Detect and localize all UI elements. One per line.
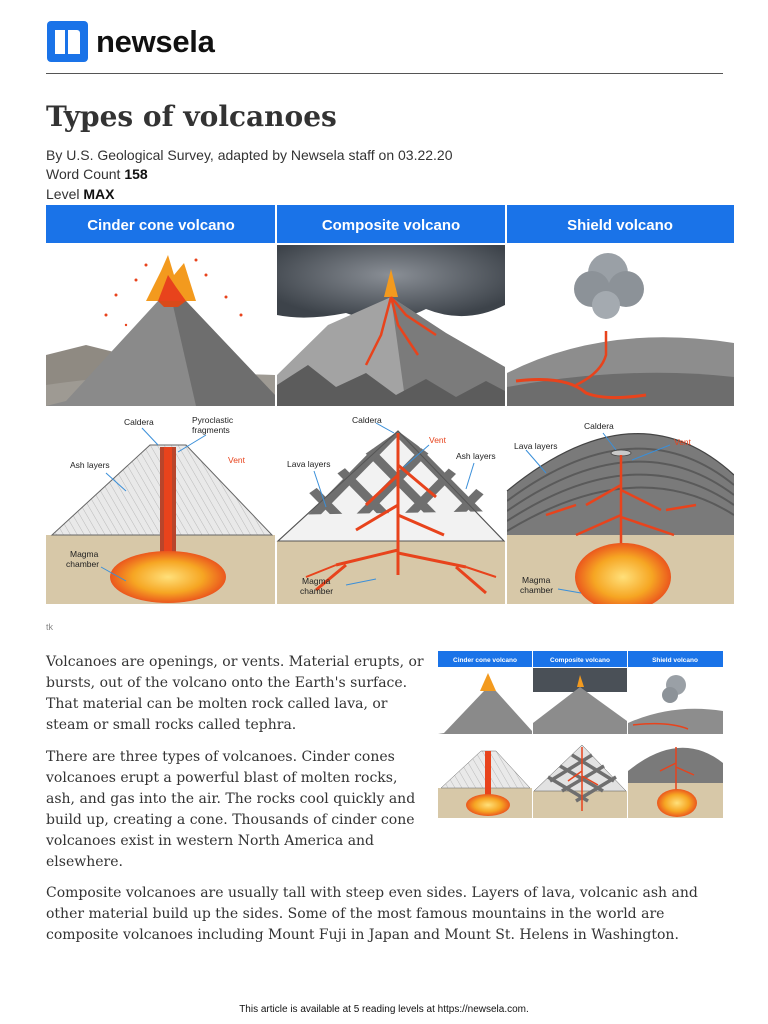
label-magma-shield-2: chamber [520,585,553,595]
label-vent-cinder: Vent [228,455,246,465]
label-vent-shield: Vent [674,437,692,447]
volcano-types-figure: Cinder cone volcano Composite volcano Sh… [46,205,734,604]
page-title: Types of volcanoes [46,100,337,133]
word-count-label: Word Count [46,166,121,182]
thumb-title-composite: Composite volcano [550,657,610,664]
thumb-title-shield: Shield volcano [652,657,698,664]
composite-cross-section: Caldera Lava layers Ash layers Magma cha… [276,408,506,604]
volcano-thumbnail: Cinder cone volcano Composite volcano Sh… [438,651,723,818]
thumb-title-cinder: Cinder cone volcano [453,657,517,664]
header-divider [46,73,723,74]
cinder-cross-section: Caldera Pyroclastic fragments Ash layers… [46,408,275,604]
paragraph-3: Composite volcanoes are usually tall wit… [46,885,698,943]
shield-illustration [507,245,734,406]
reading-level: Level MAX [46,186,114,202]
label-magma-shield-1: Magma [522,575,551,585]
footer-note: This article is available at 5 reading l… [239,1004,529,1015]
paragraph-2: There are three types of volcanoes. Cind… [46,749,416,870]
label-lava-composite: Lava layers [287,459,330,469]
label-ash-cinder: Ash layers [70,460,110,470]
panel-title-shield: Shield volcano [567,217,673,234]
newsela-logo[interactable]: newsela [47,21,215,62]
newsela-logo-icon [47,21,88,62]
cinder-cone-illustration [46,245,275,406]
brand-name: newsela [96,23,215,59]
label-magma-cinder-1: Magma [70,549,99,559]
byline: By U.S. Geological Survey, adapted by Ne… [46,147,453,163]
label-magma-composite-2: chamber [300,586,333,596]
panel-title-cinder: Cinder cone volcano [87,217,235,234]
word-count-value: 158 [124,166,148,182]
label-pyroclastic-2: fragments [192,425,230,435]
label-magma-cinder-2: chamber [66,559,99,569]
label-ash-composite: Ash layers [456,451,496,461]
shield-cross-section: Caldera Lava layers Magma chamber Vent [506,408,734,604]
label-pyroclastic-1: Pyroclastic [192,415,234,425]
word-count: Word Count 158 [46,166,148,182]
level-label: Level [46,186,80,202]
level-value: MAX [83,186,115,202]
figure-caption: tk [46,622,54,632]
label-caldera-composite: Caldera [352,415,382,425]
composite-illustration [277,245,505,406]
label-vent-composite: Vent [429,435,447,445]
label-lava-shield: Lava layers [514,441,557,451]
paragraph-1: Volcanoes are openings, or vents. Materi… [46,654,424,733]
panel-title-composite: Composite volcano [322,217,460,234]
label-caldera-shield: Caldera [584,421,614,431]
label-caldera-cinder: Caldera [124,417,154,427]
label-magma-composite-1: Magma [302,576,331,586]
